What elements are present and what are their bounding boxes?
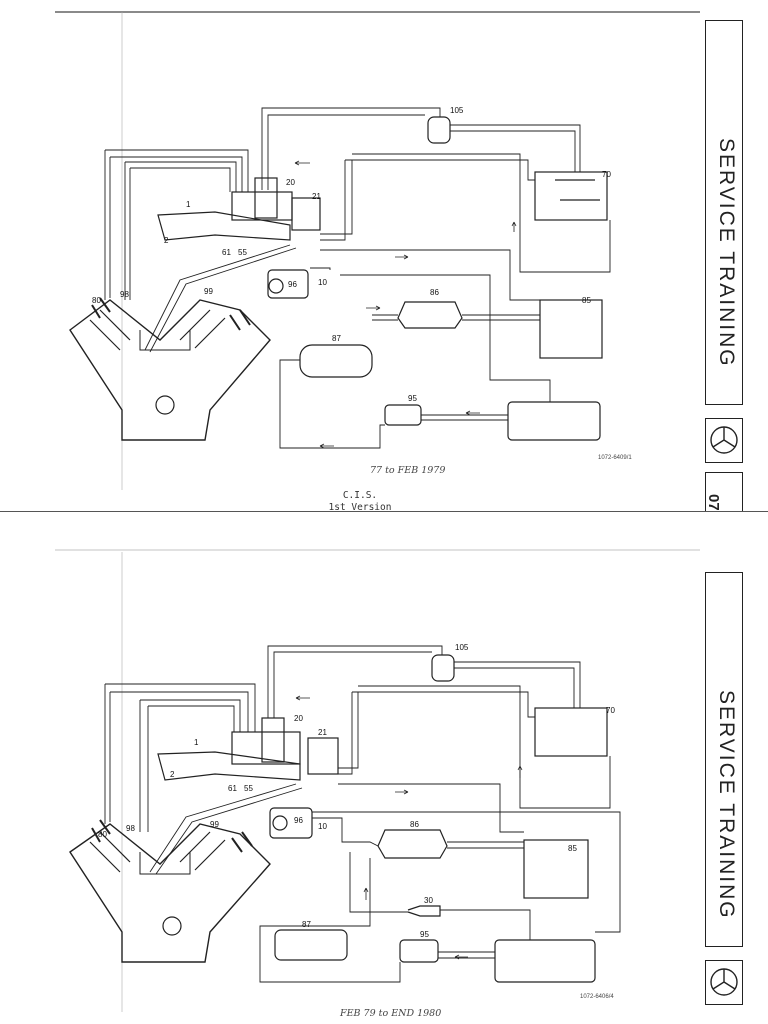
component-105 <box>427 116 451 144</box>
fuel-pump <box>299 344 373 378</box>
sidebar-title: SERVICE TRAINING <box>715 138 738 368</box>
label-1: 1 <box>194 738 199 747</box>
fuel-lines <box>104 645 621 983</box>
component-105 <box>431 654 455 682</box>
label-21: 21 <box>312 192 321 201</box>
fuel-distributor <box>157 717 339 781</box>
sidebar: SERVICE TRAINING 07.3 <box>700 0 768 512</box>
label-86: 86 <box>430 288 439 297</box>
mercedes-star-icon <box>710 426 738 454</box>
label-55: 55 <box>238 248 247 257</box>
fuel-tank <box>494 939 596 983</box>
sidebar: SERVICE TRAINING <box>700 512 768 1024</box>
label-85: 85 <box>582 296 591 305</box>
fuel-filter <box>377 829 448 859</box>
label-85: 85 <box>568 844 577 853</box>
label-2: 2 <box>170 770 175 779</box>
flow-arrows <box>295 695 523 960</box>
handwritten-date-note: FEB 79 to END 1980 <box>340 1008 442 1019</box>
fuel-pump <box>274 929 348 961</box>
label-55: 55 <box>244 784 253 793</box>
reference-code: 1072-6409/1 <box>598 455 632 461</box>
label-10: 10 <box>318 822 327 831</box>
label-95: 95 <box>420 930 429 939</box>
label-86: 86 <box>410 820 419 829</box>
label-30: 30 <box>424 896 433 905</box>
label-61: 61 <box>228 784 237 793</box>
component-30 <box>407 905 441 917</box>
label-10: 10 <box>318 278 327 287</box>
bottom-cis-diagram <box>55 549 700 1012</box>
logo-box <box>705 960 743 1005</box>
label-21: 21 <box>318 728 327 737</box>
mercedes-star-icon <box>710 968 738 996</box>
top-page: 105 70 20 21 1 2 61 55 96 10 99 80 98 86… <box>55 0 768 512</box>
component-95 <box>384 404 422 426</box>
component-96 <box>269 807 313 839</box>
engine-block <box>69 299 271 441</box>
handwritten-date-note: 77 to FEB 1979 <box>370 465 446 476</box>
fuel-accumulator <box>539 299 603 359</box>
component-96 <box>267 269 309 299</box>
top-cis-diagram <box>55 11 700 490</box>
label-87: 87 <box>302 920 311 929</box>
caption-title: C.I.S. <box>342 490 378 501</box>
label-96: 96 <box>288 280 297 289</box>
fuel-tank <box>507 401 601 441</box>
label-98: 98 <box>126 824 135 833</box>
label-80: 80 <box>98 830 107 839</box>
engine-block <box>69 823 271 963</box>
label-20: 20 <box>294 714 303 723</box>
label-2: 2 <box>164 236 169 245</box>
fuel-filter <box>397 301 463 329</box>
component-95 <box>399 939 439 963</box>
sidebar-title-box <box>705 20 743 405</box>
caption-subtitle: 1st Version <box>328 502 392 512</box>
logo-box <box>705 418 743 463</box>
section-number-box <box>705 472 743 512</box>
reference-code: 1072-6406/4 <box>580 994 614 1000</box>
flow-arrows <box>294 160 517 449</box>
label-105: 105 <box>455 643 469 652</box>
label-1: 1 <box>186 200 191 209</box>
warmup-regulator <box>534 707 608 757</box>
label-95: 95 <box>408 394 417 403</box>
label-61: 61 <box>222 248 231 257</box>
label-87: 87 <box>332 334 341 343</box>
label-80: 80 <box>92 296 101 305</box>
label-105: 105 <box>450 106 464 115</box>
bottom-page: 105 70 20 21 1 2 61 55 96 10 99 80 98 86… <box>0 512 768 1024</box>
fuel-distributor <box>157 177 321 241</box>
page-divider <box>0 511 768 512</box>
label-70: 70 <box>606 706 615 715</box>
label-99: 99 <box>204 287 213 296</box>
label-70: 70 <box>602 170 611 179</box>
label-98: 98 <box>120 290 129 299</box>
label-20: 20 <box>286 178 295 187</box>
diagram-caption: C.I.S. 1st Version <box>210 490 510 512</box>
sidebar-title-box <box>705 572 743 947</box>
fuel-lines <box>104 107 611 449</box>
sidebar-title: SERVICE TRAINING <box>715 690 738 920</box>
section-number: 07.3 <box>705 494 722 512</box>
fuel-accumulator <box>523 839 589 899</box>
warmup-regulator <box>534 171 608 221</box>
label-99: 99 <box>210 820 219 829</box>
label-96: 96 <box>294 816 303 825</box>
